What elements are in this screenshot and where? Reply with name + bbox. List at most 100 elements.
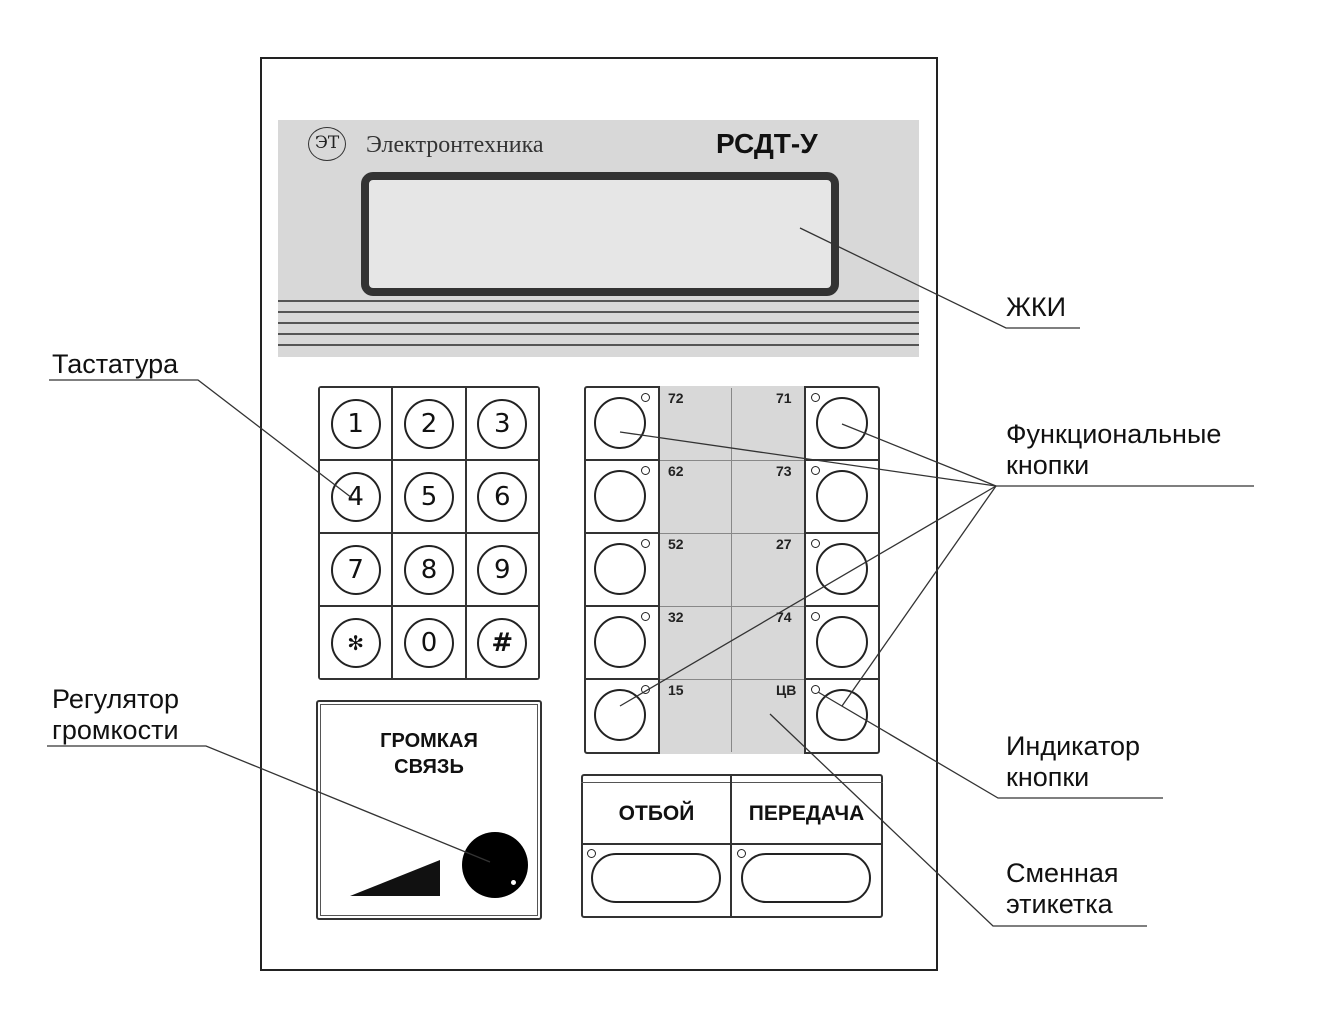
function-button-right-1[interactable] <box>816 397 868 449</box>
label-divider <box>731 388 732 752</box>
label-right-3: 27 <box>776 536 792 552</box>
key-label: 6 <box>477 471 528 522</box>
button-indicator <box>811 539 820 548</box>
key-2[interactable]: 2 <box>393 388 465 459</box>
transmit-label: ПЕРЕДАЧА <box>748 802 865 825</box>
key-7[interactable]: 7 <box>320 534 392 605</box>
callout-function-buttons: Функциональные кнопки <box>1006 419 1221 481</box>
label-left-5: 15 <box>668 682 684 698</box>
label-right-5: ЦВ <box>776 682 797 698</box>
leader-indicator <box>817 691 1163 799</box>
key-label: 1 <box>330 398 381 449</box>
button-indicator <box>811 685 820 694</box>
callout-label-line1: Сменная <box>1006 858 1119 888</box>
button-indicator <box>641 393 650 402</box>
keypad: 1 2 3 4 5 6 7 8 9 ✻ 0 # <box>318 386 540 680</box>
vent-line <box>278 311 919 313</box>
button-indicator <box>811 612 820 621</box>
leader-volume <box>47 745 491 863</box>
control-divider <box>730 776 732 916</box>
row-separator <box>586 532 658 534</box>
label-left-1: 72 <box>668 390 684 406</box>
label-row-line <box>660 533 804 534</box>
leader-keypad <box>49 379 353 499</box>
key-star[interactable]: ✻ <box>320 607 392 678</box>
release-button[interactable] <box>591 853 721 903</box>
key-4[interactable]: 4 <box>320 461 392 532</box>
button-indicator <box>641 466 650 475</box>
function-button-left-4[interactable] <box>594 616 646 668</box>
leader-function-2 <box>841 423 997 487</box>
key-label: 5 <box>403 471 454 522</box>
key-label: 0 <box>403 617 454 668</box>
callout-indicator: Индикатор кнопки <box>1006 731 1140 793</box>
callout-indicator-line2: кнопки <box>1006 762 1090 792</box>
leader-function-4 <box>841 485 997 707</box>
key-label: 2 <box>403 398 454 449</box>
callout-volume-line2: громкости <box>52 715 179 745</box>
label-left-2: 62 <box>668 463 684 479</box>
button-indicator <box>641 539 650 548</box>
leader-lcd <box>799 227 1080 329</box>
callout-indicator-line1: Индикатор <box>1006 731 1141 761</box>
loudspeaker-label: ГРОМКАЯ СВЯЗЬ <box>316 728 542 780</box>
button-indicator <box>641 685 650 694</box>
label-left-3: 52 <box>668 536 684 552</box>
row-separator <box>586 605 658 607</box>
loudspeaker-inner-frame <box>320 704 538 916</box>
control-mid-line <box>581 843 883 845</box>
brand-logo: ЭТ <box>308 127 346 161</box>
function-button-left-5[interactable] <box>594 689 646 741</box>
key-6[interactable]: 6 <box>466 461 538 532</box>
callout-lcd: ЖКИ <box>1006 292 1067 322</box>
brand-name: Электронтехника <box>366 132 544 158</box>
callout-function-buttons-line1: Функциональные <box>1006 419 1222 449</box>
knob-marker <box>511 880 516 885</box>
leader-label <box>769 713 1147 927</box>
button-indicator <box>811 393 820 402</box>
key-label: # <box>477 617 528 668</box>
function-button-left-1[interactable] <box>594 397 646 449</box>
callout-volume-line1: Регулятор <box>52 684 180 714</box>
row-separator <box>806 532 878 534</box>
key-label: 9 <box>477 544 528 595</box>
label-row-line <box>660 679 804 680</box>
function-button-right-2[interactable] <box>816 470 868 522</box>
row-separator <box>806 605 878 607</box>
function-button-right-4[interactable] <box>816 616 868 668</box>
button-indicator <box>811 466 820 475</box>
key-label: ✻ <box>330 617 381 668</box>
key-label: 7 <box>330 544 381 595</box>
function-button-left-3[interactable] <box>594 543 646 595</box>
function-button-left-2[interactable] <box>594 470 646 522</box>
row-separator <box>586 678 658 680</box>
key-8[interactable]: 8 <box>393 534 465 605</box>
leader-function-1 <box>619 431 997 487</box>
lcd-display <box>361 172 839 296</box>
key-0[interactable]: 0 <box>393 607 465 678</box>
key-1[interactable]: 1 <box>320 388 392 459</box>
callout-keypad: Тастатура <box>52 349 179 379</box>
row-separator <box>806 459 878 461</box>
callout-label: Сменная этикетка <box>1006 858 1119 920</box>
key-hash[interactable]: # <box>466 607 538 678</box>
vent-line <box>278 322 919 324</box>
key-3[interactable]: 3 <box>466 388 538 459</box>
label-left-4: 32 <box>668 609 684 625</box>
label-row-line <box>660 460 804 461</box>
transmit-button[interactable] <box>741 853 871 903</box>
callout-function-buttons-line2: кнопки <box>1006 450 1090 480</box>
control-top-line <box>581 782 883 783</box>
key-label: 8 <box>403 544 454 595</box>
leader-function-3 <box>619 485 997 707</box>
label-row-line <box>660 606 804 607</box>
key-label: 4 <box>330 471 381 522</box>
key-9[interactable]: 9 <box>466 534 538 605</box>
function-button-right-5[interactable] <box>816 689 868 741</box>
key-label: 3 <box>477 398 528 449</box>
volume-knob[interactable] <box>462 832 528 898</box>
vent-line <box>278 344 919 346</box>
button-indicator <box>737 849 746 858</box>
key-5[interactable]: 5 <box>393 461 465 532</box>
